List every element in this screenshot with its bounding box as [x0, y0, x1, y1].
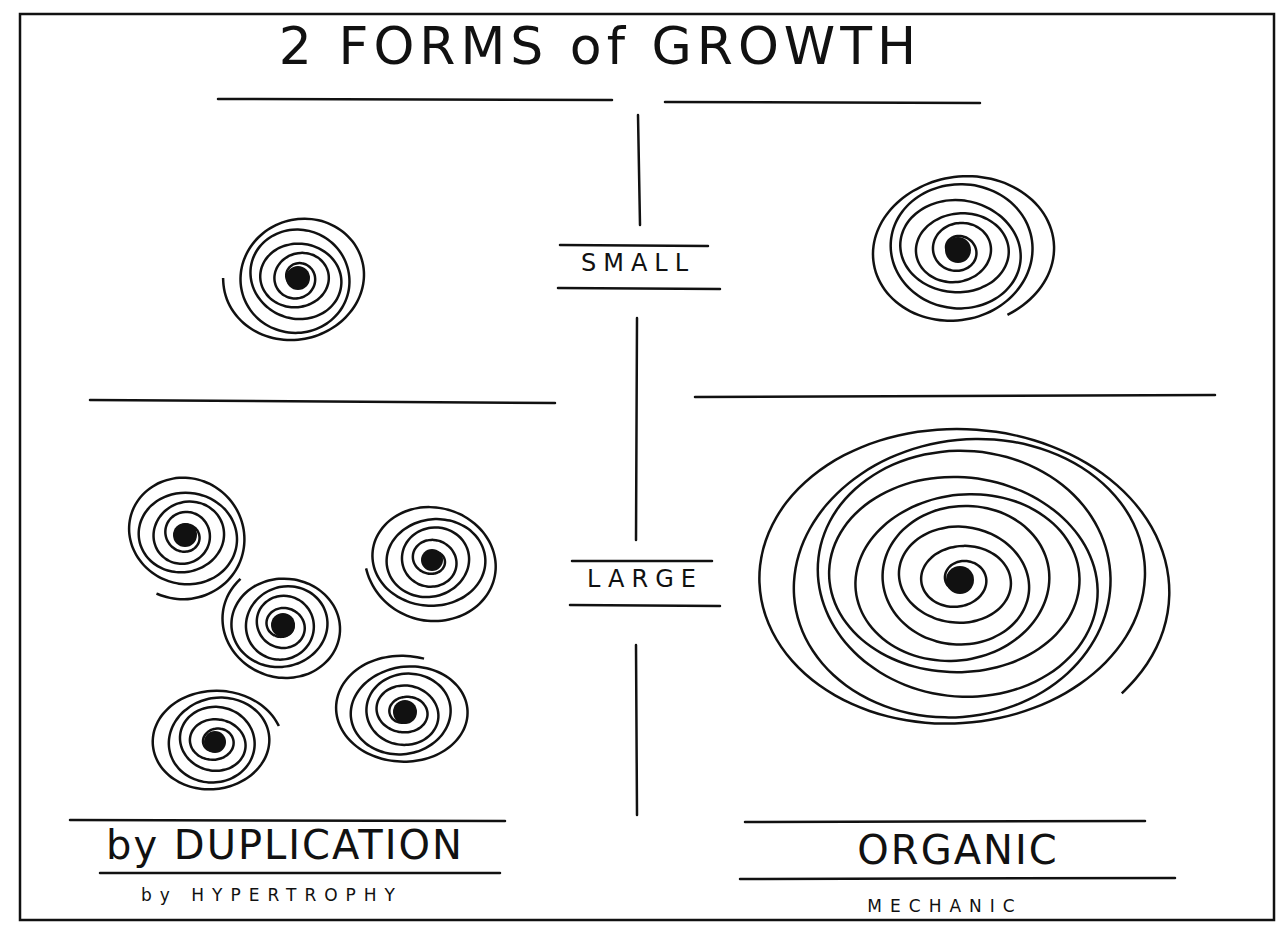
size-label: LARGE [587, 566, 703, 592]
title-underline [665, 102, 980, 103]
column-sublabel: MECHANIC [867, 897, 1022, 916]
label-rule [70, 820, 505, 821]
label-rule [740, 878, 1175, 879]
spiral-center [173, 523, 197, 547]
label-rule [558, 288, 720, 289]
divider [636, 318, 637, 540]
label-rule [745, 821, 1145, 822]
spiral-center [271, 613, 295, 637]
row-separator [695, 395, 1215, 397]
label-rule [570, 605, 720, 606]
divider [638, 115, 640, 225]
spiral-line [759, 429, 1169, 724]
spiral-center [286, 266, 310, 290]
frame [20, 14, 1274, 920]
spiral [873, 176, 1054, 321]
spiral-center [946, 566, 974, 594]
divider [636, 645, 637, 815]
spiral-line [129, 478, 244, 599]
label-rule [572, 560, 712, 563]
spiral-center [945, 237, 971, 263]
column-label: ORGANIC [857, 828, 1058, 872]
label-rule [560, 245, 708, 246]
size-label: SMALL [581, 250, 695, 276]
spiral [129, 478, 244, 599]
spiral [366, 507, 496, 621]
spiral [759, 429, 1169, 724]
spiral [153, 691, 279, 790]
spiral [336, 656, 467, 762]
spiral-line [153, 691, 279, 790]
title-underline [218, 99, 612, 100]
spiral-center [204, 731, 226, 753]
column-sublabel: by HYPERTROPHY [141, 886, 403, 905]
spiral-center [421, 549, 443, 571]
spiral-line [223, 219, 364, 340]
label-rule [100, 872, 500, 875]
title: 2 FORMS of GROWTH [279, 18, 921, 75]
spiral-line [336, 656, 467, 762]
spiral-center [393, 700, 417, 724]
spiral-line [223, 579, 341, 678]
spiral-line [873, 176, 1054, 321]
spiral [223, 579, 341, 678]
spiral [223, 219, 364, 340]
column-label: by DUPLICATION [106, 823, 464, 867]
spiral-line [366, 507, 496, 621]
row-separator [90, 400, 555, 403]
